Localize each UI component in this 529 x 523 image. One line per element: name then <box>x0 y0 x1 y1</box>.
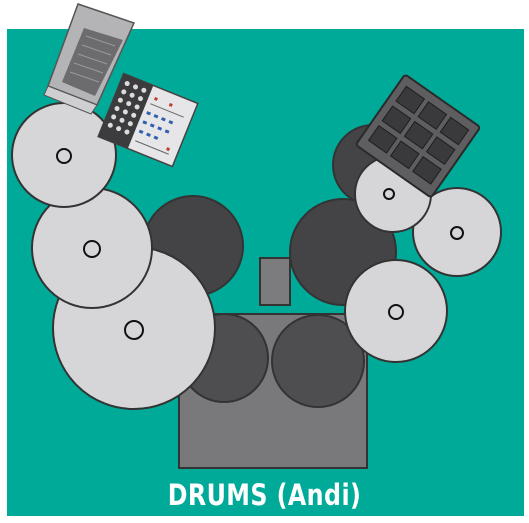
hihat-cymbal <box>12 103 116 207</box>
ride-cymbal <box>345 260 447 362</box>
drum-throne <box>260 258 290 305</box>
kit-title: DRUMS (Andi) <box>48 478 482 512</box>
